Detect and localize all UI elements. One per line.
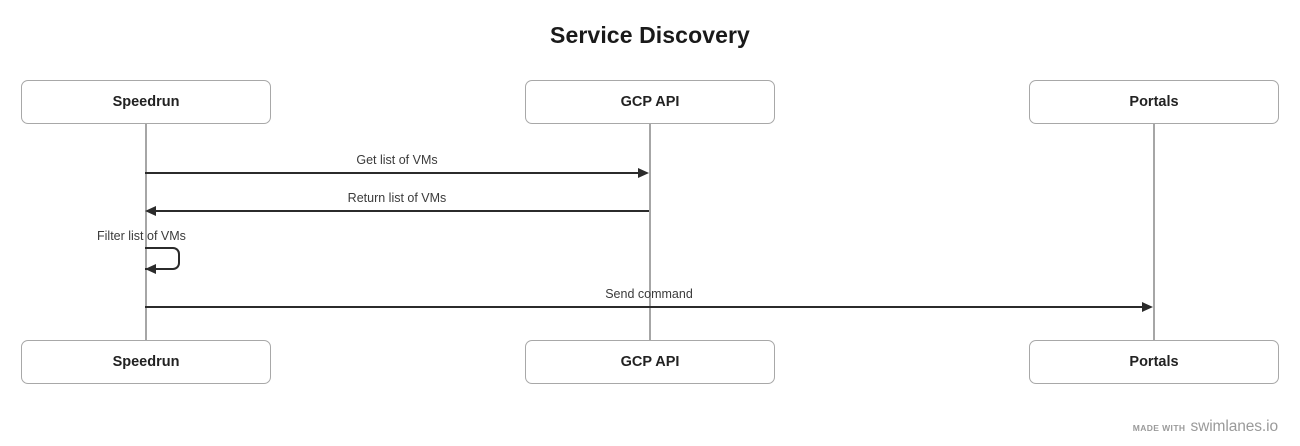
- watermark[interactable]: Made with swimlanes.io: [1133, 418, 1278, 436]
- page-title: Service Discovery: [550, 22, 750, 48]
- message-label-send-command: Send command: [605, 287, 693, 301]
- participant-box-top-portals[interactable]: Portals: [1029, 80, 1279, 124]
- lifeline-gcp-api: [649, 124, 651, 340]
- lifeline-portals: [1153, 124, 1155, 340]
- message-line-send-command: [145, 306, 1143, 308]
- arrow-head-left-icon-filter-list-of-vms: [145, 263, 156, 274]
- self-message-loop-filter-list-of-vms: [145, 247, 180, 270]
- arrow-head-left-icon-return-list-of-vms: [145, 205, 156, 216]
- arrow-head-right-icon-send-command: [1142, 301, 1153, 312]
- participant-box-bottom-portals[interactable]: Portals: [1029, 340, 1279, 384]
- lifeline-speedrun: [145, 124, 147, 340]
- message-line-get-list-of-vms: [145, 172, 639, 174]
- arrow-head-right-icon-get-list-of-vms: [638, 167, 649, 178]
- participant-box-bottom-speedrun[interactable]: Speedrun: [21, 340, 271, 384]
- watermark-brand-link[interactable]: swimlanes.io: [1190, 418, 1278, 435]
- message-line-return-list-of-vms: [156, 210, 649, 212]
- participant-box-top-gcp-api[interactable]: GCP API: [525, 80, 775, 124]
- message-label-get-list-of-vms: Get list of VMs: [356, 153, 438, 167]
- watermark-made-with-label: Made with: [1132, 423, 1186, 433]
- message-label-return-list-of-vms: Return list of VMs: [347, 191, 447, 205]
- message-label-filter-list-of-vms: Filter list of VMs: [97, 229, 186, 243]
- participant-box-top-speedrun[interactable]: Speedrun: [21, 80, 271, 124]
- participant-box-bottom-gcp-api[interactable]: GCP API: [525, 340, 775, 384]
